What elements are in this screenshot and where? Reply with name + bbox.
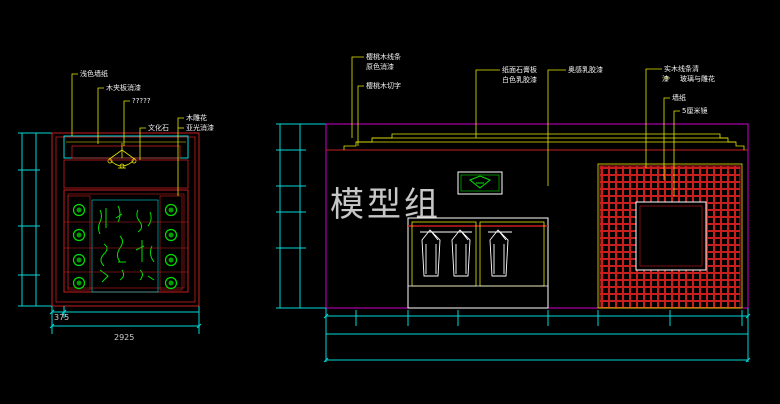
callout-matte-lacquer: 亚光消漆	[186, 123, 214, 132]
dimension-2925: 2925	[114, 333, 134, 342]
hanging-garments	[420, 229, 512, 277]
callout-cherry-lettering: 樱桃木切字	[366, 81, 401, 90]
left-bottom-dimension	[49, 306, 202, 334]
lattice-wall	[597, 163, 743, 309]
callout-white-latex-paint: 白色乳胶漆	[502, 75, 537, 84]
stepped-ceiling	[343, 133, 745, 150]
callout-light-wallpaper: 浅色墙纸	[80, 69, 108, 78]
right-vertical-dimension	[276, 123, 326, 309]
left-vertical-dimension	[18, 132, 52, 307]
left-outer-frame	[51, 132, 200, 307]
dimension-375: 375	[54, 313, 69, 322]
callout-gypsum-board: 纸面石膏板	[502, 65, 537, 74]
callout-plywood-lacquer: 木夹板消漆	[106, 83, 141, 92]
right-elevation: 樱桃木线条 原色消漆 樱桃木切字 纸面石膏板 白色乳胶漆 奥感乳胶漆 实木线条清…	[276, 52, 751, 363]
callout-glass-carving: 玻璃与雕花	[680, 74, 715, 83]
watermark-text: 模型组	[330, 185, 441, 225]
knob-column-left	[67, 195, 91, 291]
callout-lacquer: 漆	[662, 74, 669, 83]
left-ceiling-box	[63, 135, 189, 159]
wardrobe-cabinet	[407, 217, 549, 309]
callout-natural-lacquer: 原色消漆	[366, 62, 394, 71]
callout-solid-wood-molding: 实木线条清	[664, 64, 699, 73]
right-callout-leaders	[351, 56, 680, 196]
callout-unknown-material: ?????	[132, 97, 151, 105]
callout-wood-carving: 木雕花	[186, 113, 207, 122]
decorative-carved-panel	[457, 171, 503, 195]
chandelier-drawing	[107, 143, 137, 169]
left-callout-leaders	[71, 73, 184, 196]
carved-pattern	[98, 205, 155, 283]
callout-wallpaper: 墙纸	[672, 93, 686, 102]
knob-column-right	[159, 195, 183, 291]
callout-latex-paint: 奥感乳胶漆	[568, 65, 603, 74]
window-opening	[635, 201, 707, 271]
callout-culture-stone: 文化石	[148, 123, 169, 132]
carved-panel	[91, 199, 159, 293]
callout-mirror: 5厘米镜	[682, 106, 707, 115]
right-bottom-dimension	[323, 308, 751, 363]
callout-cherry-molding: 樱桃木线条	[366, 52, 401, 61]
left-elevation: 浅色墙纸 木夹板消漆 ????? 文化石 木雕花 亚光消漆 375 2925	[18, 69, 214, 342]
